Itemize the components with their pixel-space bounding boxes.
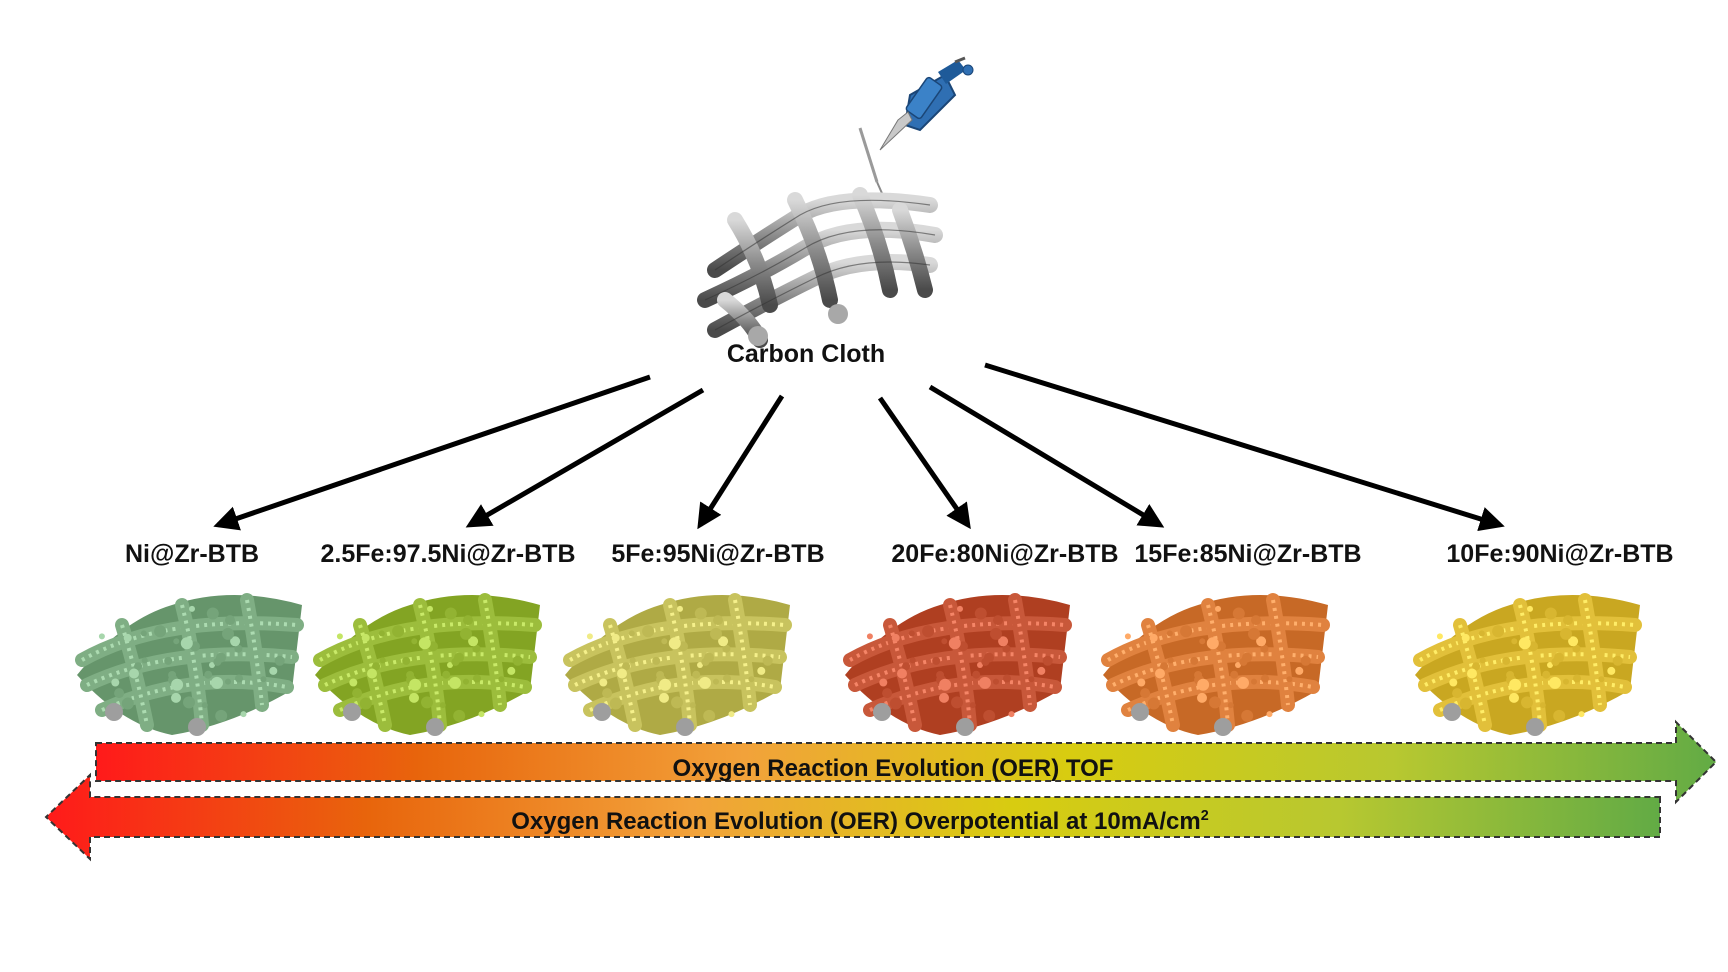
overpotential-bar-label: Oxygen Reaction Evolution (OER) Overpote… <box>511 808 1209 836</box>
pipette-icon <box>858 56 974 201</box>
sample-cloth-2 <box>313 593 542 736</box>
sample-label-3: 5Fe:95Ni@Zr-BTB <box>611 540 824 568</box>
sample-label-5: 15Fe:85Ni@Zr-BTB <box>1134 540 1361 568</box>
sample-label-1: Ni@Zr-BTB <box>125 540 259 568</box>
sample-cloth-5 <box>1101 593 1330 736</box>
arrow-to-sample-6 <box>984 362 1505 532</box>
sample-cloth-6 <box>1413 593 1642 736</box>
arrow-to-sample-5 <box>928 384 1165 528</box>
sample-label-6: 10Fe:90Ni@Zr-BTB <box>1446 540 1673 568</box>
overpotential-bar-label-main: Oxygen Reaction Evolution (OER) Overpote… <box>511 808 1201 835</box>
sample-cloth-1 <box>75 593 304 736</box>
arrow-to-sample-2 <box>465 387 705 528</box>
sample-label-4: 20Fe:80Ni@Zr-BTB <box>891 540 1118 568</box>
arrow-to-sample-4 <box>877 396 971 530</box>
carbon-cloth-weave <box>697 187 943 348</box>
carbon-cloth-label: Carbon Cloth <box>727 340 885 368</box>
sample-cloth-3 <box>563 593 792 736</box>
tof-gradient-arrow <box>95 719 1718 805</box>
overpotential-bar-label-sup: 2 <box>1200 808 1209 824</box>
sample-cloth-4 <box>843 593 1072 736</box>
overpotential-gradient-arrow <box>44 772 1661 862</box>
arrow-to-sample-1 <box>213 374 651 531</box>
tof-bar-label: Oxygen Reaction Evolution (OER) TOF <box>672 755 1114 782</box>
sample-label-2: 2.5Fe:97.5Ni@Zr-BTB <box>321 540 576 568</box>
arrows <box>213 362 1505 532</box>
arrow-to-sample-3 <box>697 394 785 530</box>
